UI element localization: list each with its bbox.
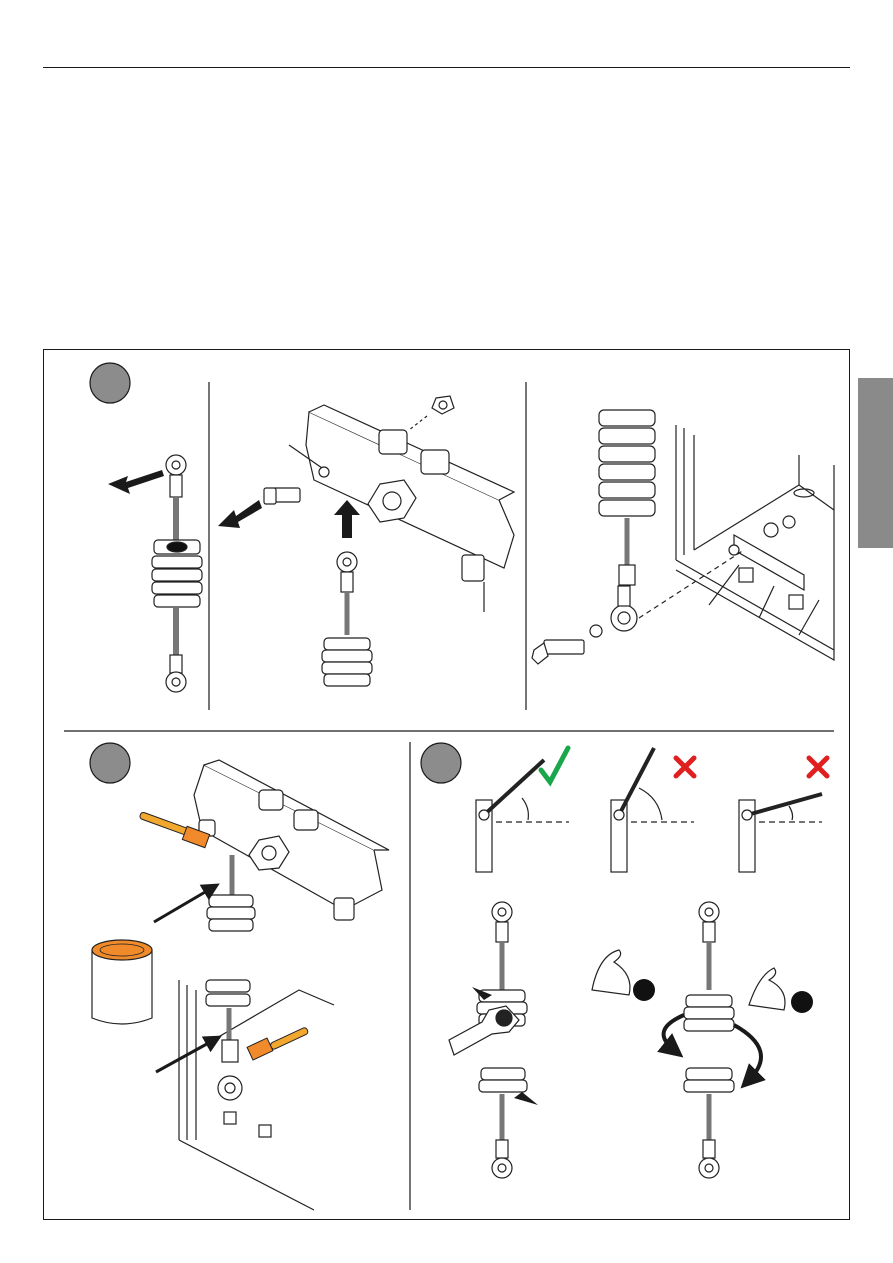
bracket-illustration: [264, 396, 514, 612]
assembly-illustration: [44, 350, 849, 1219]
step-badge-icon: [90, 743, 130, 783]
cross-icon: [676, 758, 694, 776]
rotate-arrow-icon: [734, 1025, 761, 1080]
side-tab: [858, 378, 893, 548]
grease-illustration: [194, 760, 389, 931]
frame-mount-illustration: [532, 410, 834, 664]
rotate-arrow-icon: [664, 1015, 684, 1050]
illustration-frame: [43, 349, 850, 1220]
pull-arrow-icon: [108, 470, 164, 494]
number-1-badge-icon: [633, 979, 655, 1001]
rod-end-illustration: [322, 552, 372, 686]
checkmark-icon: [541, 748, 568, 782]
step-badge-icon: [421, 743, 461, 783]
rod-up-arrow-icon: [334, 500, 360, 538]
step-badge-icon: [90, 363, 130, 403]
bolt-out-arrow-icon: [218, 500, 262, 528]
wrench-arrow-icon: [514, 1092, 538, 1105]
spring-rod-illustration: [152, 455, 202, 692]
angle-check-flat: [739, 794, 822, 872]
number-2-badge-icon: [791, 991, 813, 1013]
frame-grease-illustration: [179, 980, 334, 1210]
header-rule: [43, 67, 850, 68]
grease-arrow-icon: [154, 888, 212, 922]
grease-arrow-icon: [156, 1040, 214, 1072]
cross-icon: [809, 758, 827, 776]
tighten-assembly-illustration: [684, 902, 734, 1178]
wrench-assembly-illustration: [449, 902, 527, 1178]
paint-can-icon: [92, 940, 152, 1024]
